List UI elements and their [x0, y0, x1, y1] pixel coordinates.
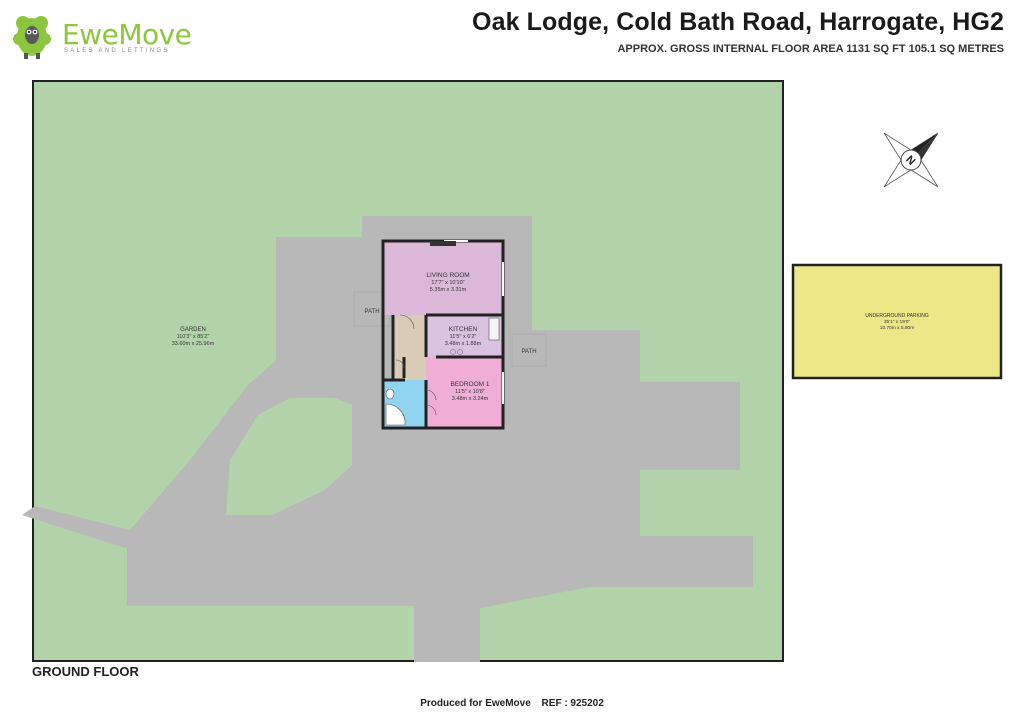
shower-tray — [385, 403, 406, 426]
kitchen-imperial: 11'5" x 6'2" — [450, 334, 477, 340]
path-west-label: PATH — [364, 309, 379, 315]
bedroom-imperial: 11'5" x 10'8" — [455, 389, 485, 395]
floor-label: GROUND FLOOR — [32, 664, 139, 679]
garden-metric: 33.60m x 25.96m — [172, 341, 215, 347]
fireplace — [430, 241, 456, 246]
living-room-imperial: 17'7" x 10'10" — [431, 280, 464, 286]
kitchen-name: KITCHEN — [449, 326, 478, 333]
brand-name: EweMove — [62, 18, 192, 51]
compass-icon — [883, 132, 939, 188]
kitchen-metric: 3.48m x 1.88m — [445, 341, 482, 347]
toilet — [385, 388, 395, 400]
parking-name: UNDERGROUND PARKING — [865, 313, 929, 319]
paved-paths — [22, 216, 753, 662]
walls — [381, 239, 505, 430]
footer: Produced for EweMove REF : 925202 — [0, 698, 1024, 709]
bedroom-metric: 3.48m x 3.24m — [452, 396, 489, 402]
kitchen-sink — [488, 317, 500, 341]
bedroom — [426, 357, 503, 428]
living-room-name: LIVING ROOM — [426, 272, 469, 279]
door-swings — [395, 314, 437, 416]
bedroom-name: BEDROOM 1 — [450, 381, 489, 388]
garden-imperial: 110'3" x 85'2" — [177, 334, 210, 340]
underground-parking — [791, 263, 1003, 380]
path-east-box — [511, 333, 547, 367]
brand-tagline: SALES AND LETTINGS — [64, 48, 170, 54]
page-title: Oak Lodge, Cold Bath Road, Harrogate, HG… — [472, 8, 1004, 36]
parking-imperial: 35'1" x 19'0" — [884, 319, 911, 325]
living-room-metric: 5.35m x 3.31m — [430, 287, 467, 293]
living-room — [383, 241, 503, 315]
hob-ring — [450, 349, 456, 355]
store-cupboard — [393, 357, 404, 378]
apartment: LIVING ROOM 17'7" x 10'10" 5.35m x 3.31m… — [381, 239, 505, 430]
path-east-label: PATH — [521, 349, 536, 355]
parking-metric: 10.70m x 5.80m — [880, 325, 914, 331]
garden-name: GARDEN — [180, 327, 206, 333]
footer-ref: REF : 925202 — [541, 698, 604, 709]
hob-ring — [457, 349, 463, 355]
footer-produced: Produced for EweMove — [420, 698, 531, 709]
floor-area-subtitle: APPROX. GROSS INTERNAL FLOOR AREA 1131 S… — [617, 43, 1004, 55]
ewemove-sheep-logo-icon — [13, 16, 51, 59]
